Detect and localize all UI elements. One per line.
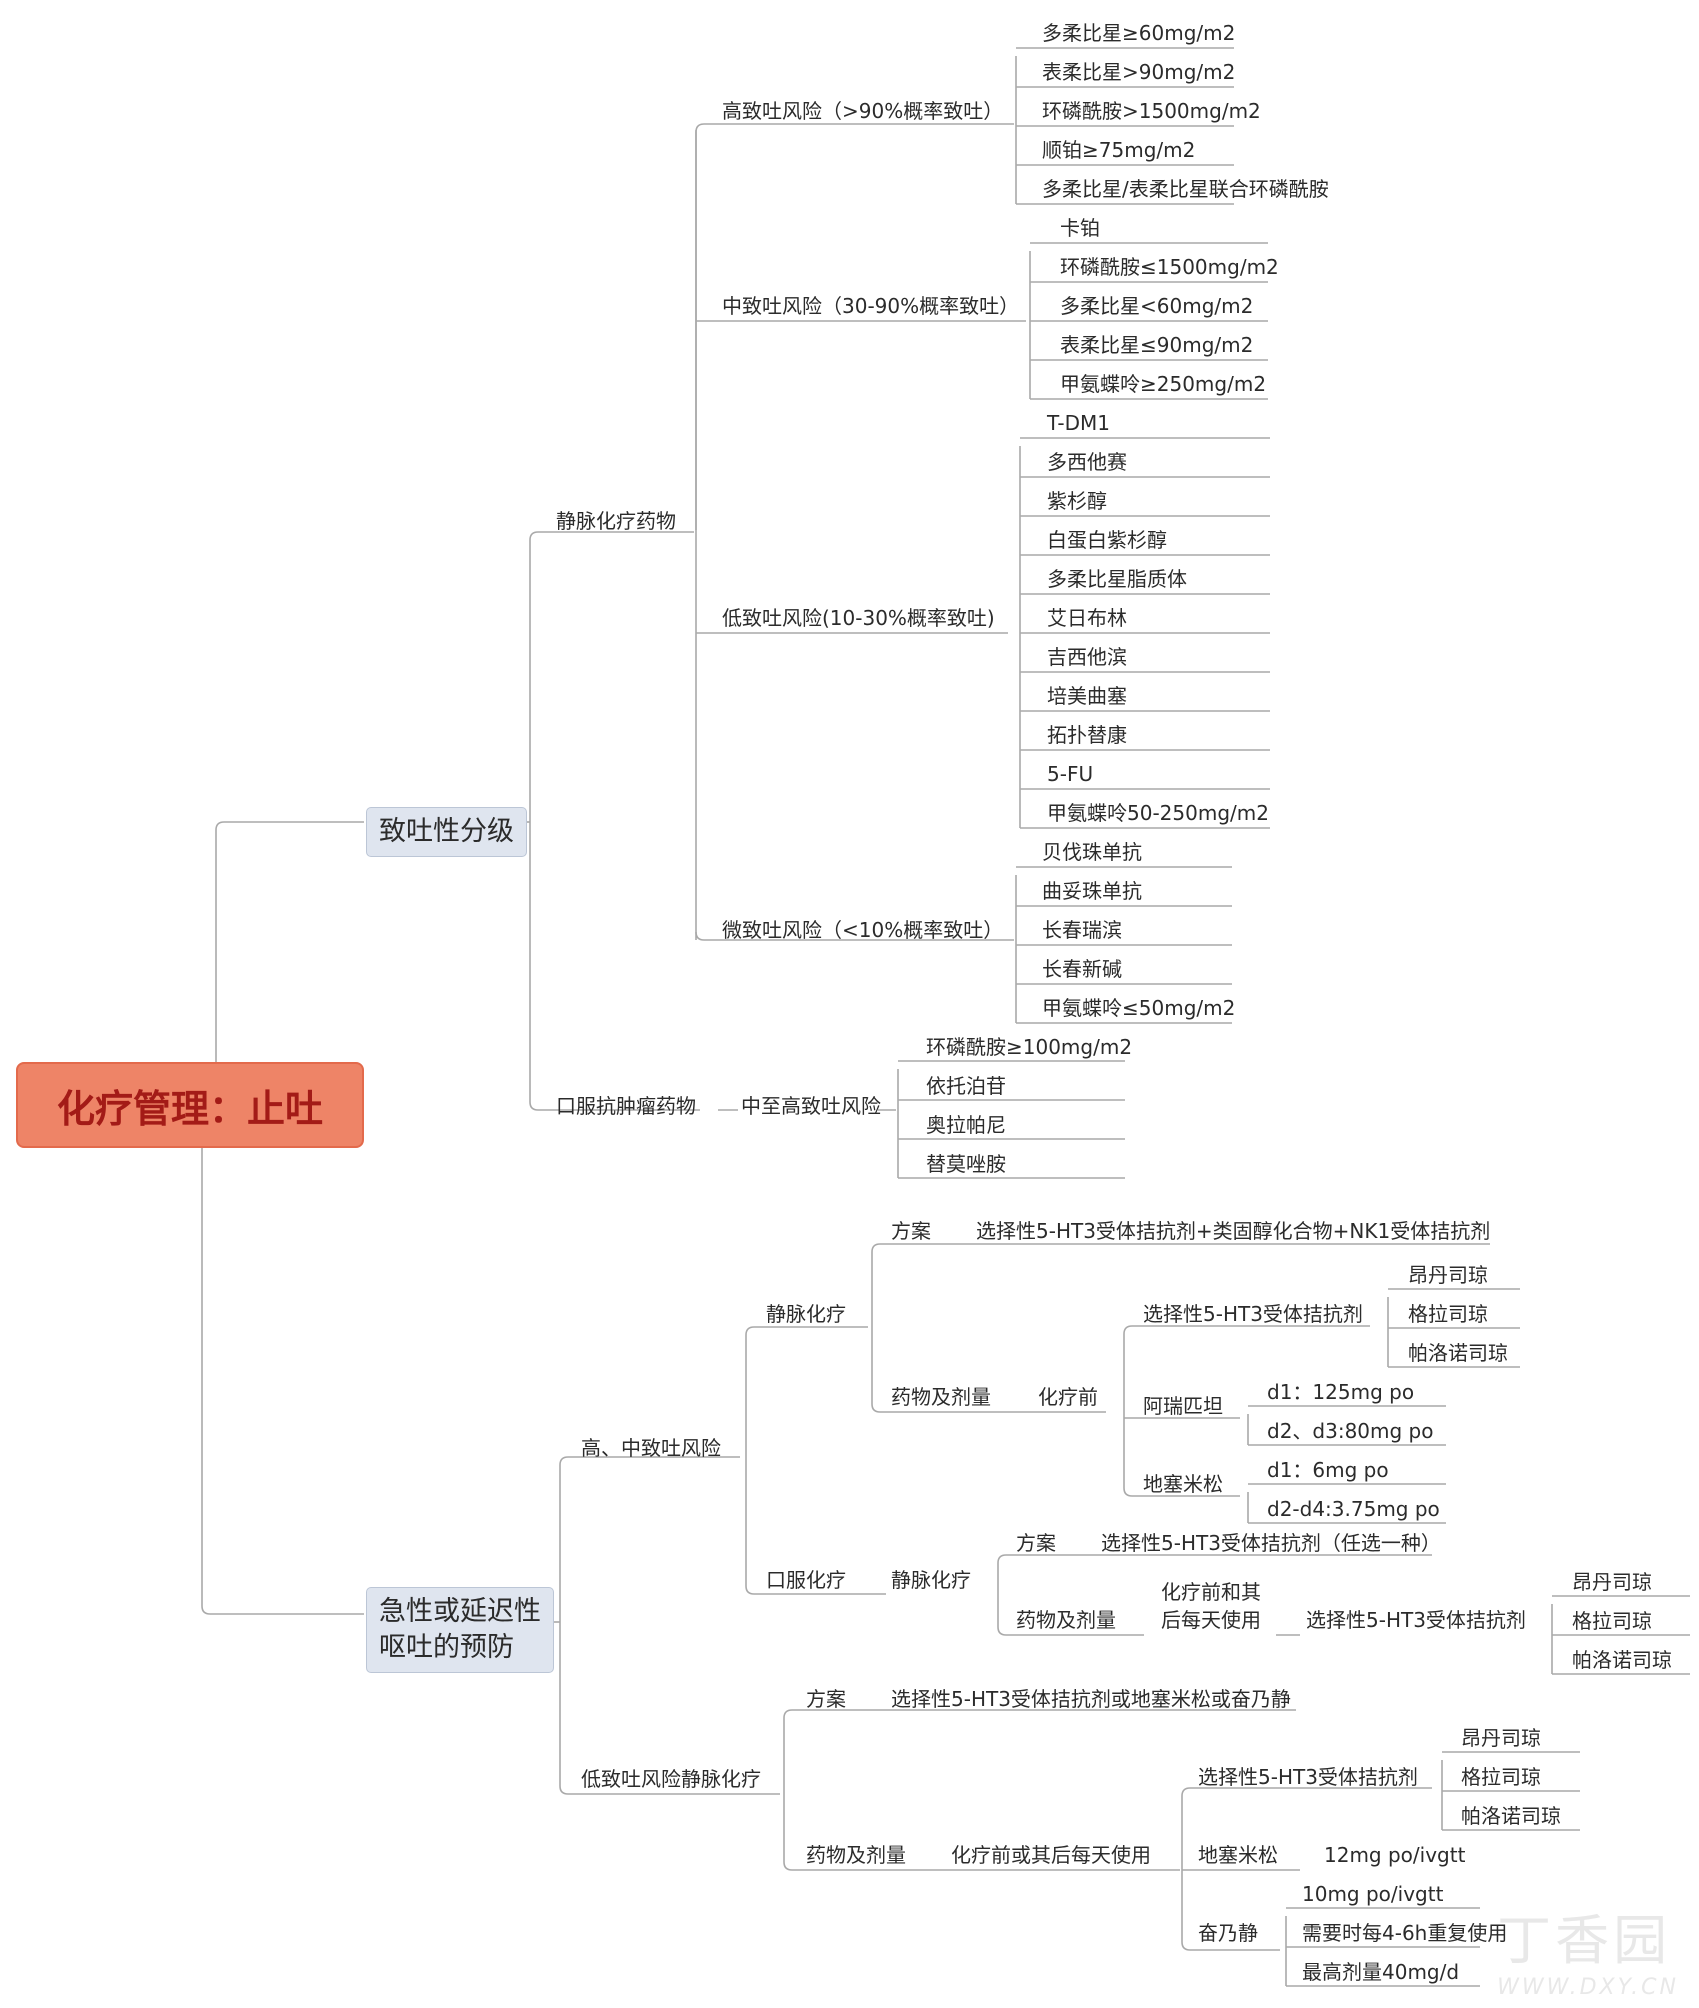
watermark-site: WWW.DXY.CN xyxy=(1497,1975,1679,2000)
list-item: 环磷酰胺≥100mg/m2 xyxy=(926,1035,1133,1059)
topic-iv-chemo[interactable]: 静脉化疗 xyxy=(766,1302,846,1326)
root-label: 化疗管理：止吐 xyxy=(56,1086,323,1131)
label-plan[interactable]: 方案 xyxy=(806,1687,846,1711)
list-item: 环磷酰胺≤1500mg/m2 xyxy=(1060,255,1279,279)
list-item: d1：125mg po xyxy=(1267,1380,1415,1404)
topic-dexamethasone[interactable]: 地塞米松 xyxy=(1198,1843,1278,1867)
list-item: 替莫唑胺 xyxy=(926,1152,1006,1176)
topic-high-risk[interactable]: 高致吐风险（>90%概率致吐） xyxy=(722,99,1004,123)
label-before-chemo[interactable]: 化疗前 xyxy=(1038,1385,1098,1409)
list-item: 10mg po/ivgtt xyxy=(1302,1882,1444,1906)
topic-emetogenic-classification[interactable]: 致吐性分级 xyxy=(366,807,527,857)
topic-low-risk-iv[interactable]: 低致吐风险静脉化疗 xyxy=(581,1767,761,1791)
list-item: 甲氨蝶呤≥250mg/m2 xyxy=(1060,372,1267,396)
label-plan[interactable]: 方案 xyxy=(891,1219,931,1243)
topic-oral-drugs[interactable]: 口服抗肿瘤药物 xyxy=(556,1094,696,1118)
list-item: 12mg po/ivgtt xyxy=(1324,1843,1466,1867)
list-item: 帕洛诺司琼 xyxy=(1572,1648,1672,1672)
watermark: 丁香园 WWW.DXY.CN xyxy=(1497,1896,1679,2000)
topic-mid-high-risk[interactable]: 中至高致吐风险 xyxy=(741,1094,881,1118)
list-item: 多柔比星脂质体 xyxy=(1047,567,1187,591)
connector xyxy=(529,531,694,541)
watermark-brand: 丁香园 xyxy=(1497,1909,1672,1972)
list-item: 曲妥珠单抗 xyxy=(1042,879,1142,903)
connector xyxy=(559,1465,780,1795)
label-drugs-dose[interactable]: 药物及剂量 xyxy=(891,1385,991,1409)
connector xyxy=(695,123,1014,530)
topic-minimal-risk[interactable]: 微致吐风险（<10%概率致吐） xyxy=(722,918,1004,942)
list-item: 格拉司琼 xyxy=(1572,1609,1652,1633)
list-item: 格拉司琼 xyxy=(1461,1765,1541,1789)
list-item: d1：6mg po xyxy=(1267,1458,1389,1482)
topic-mid-risk[interactable]: 中致吐风险（30-90%概率致吐） xyxy=(722,294,1020,318)
list-item: 需要时每4-6h重复使用 xyxy=(1302,1921,1508,1945)
label-timing[interactable]: 化疗前或其后每天使用 xyxy=(951,1843,1151,1867)
connector xyxy=(201,1148,364,1615)
list-item: 艾日布林 xyxy=(1047,606,1127,630)
list-item: 紫杉醇 xyxy=(1047,489,1107,513)
list-item: 帕洛诺司琼 xyxy=(1461,1804,1561,1828)
list-item: 白蛋白紫杉醇 xyxy=(1047,528,1167,552)
text-plan: 选择性5-HT3受体拮抗剂+类固醇化合物+NK1受体拮抗剂 xyxy=(976,1219,1491,1243)
topic-perphenazine[interactable]: 奋乃静 xyxy=(1198,1921,1258,1945)
list-item: 多西他赛 xyxy=(1047,450,1127,474)
list-item: 长春新碱 xyxy=(1042,957,1122,981)
list-item: 表柔比星>90mg/m2 xyxy=(1042,60,1236,84)
topic-5ht3-antagonist[interactable]: 选择性5-HT3受体拮抗剂 xyxy=(1198,1765,1418,1789)
list-item: 帕洛诺司琼 xyxy=(1408,1341,1508,1365)
list-item: T-DM1 xyxy=(1047,411,1110,435)
topic-low-risk[interactable]: 低致吐风险(10-30%概率致吐) xyxy=(722,606,995,630)
list-item: 培美曲塞 xyxy=(1047,684,1127,708)
list-item: 最高剂量40mg/d xyxy=(1302,1960,1460,1984)
label-timing-line1[interactable]: 化疗前和其 xyxy=(1161,1580,1261,1604)
topic-iv-drugs[interactable]: 静脉化疗药物 xyxy=(556,509,676,533)
list-item: 5-FU xyxy=(1047,762,1094,786)
list-item: 多柔比星≥60mg/m2 xyxy=(1042,21,1236,45)
text-plan: 选择性5-HT3受体拮抗剂或地塞米松或奋乃静 xyxy=(891,1687,1291,1711)
list-item: 甲氨蝶呤≤50mg/m2 xyxy=(1042,996,1236,1020)
list-item: 长春瑞滨 xyxy=(1042,918,1122,942)
topic-oral-chemo[interactable]: 口服化疗 xyxy=(766,1568,846,1592)
root-topic[interactable]: 化疗管理：止吐 xyxy=(16,1062,364,1148)
list-item: 吉西他滨 xyxy=(1047,645,1127,669)
list-item: 依托泊苷 xyxy=(926,1074,1006,1098)
label-plan[interactable]: 方案 xyxy=(1016,1531,1056,1555)
list-item: 奥拉帕尼 xyxy=(926,1113,1006,1137)
text-plan: 选择性5-HT3受体拮抗剂（任选一种） xyxy=(1101,1531,1441,1555)
list-item: 卡铂 xyxy=(1060,216,1100,240)
connector xyxy=(529,540,700,1111)
list-item: 昂丹司琼 xyxy=(1408,1263,1488,1287)
label-drugs-dose[interactable]: 药物及剂量 xyxy=(806,1843,906,1867)
label-timing-line2[interactable]: 后每天使用 xyxy=(1161,1608,1261,1632)
list-item: 多柔比星<60mg/m2 xyxy=(1060,294,1254,318)
topic-dexamethasone[interactable]: 地塞米松 xyxy=(1143,1472,1223,1496)
list-item: 格拉司琼 xyxy=(1408,1302,1488,1326)
list-item: 拓扑替康 xyxy=(1047,723,1127,747)
list-item: 表柔比星≤90mg/m2 xyxy=(1060,333,1254,357)
list-item: d2-d4:3.75mg po xyxy=(1267,1497,1440,1521)
list-item: 顺铂≥75mg/m2 xyxy=(1042,138,1196,162)
topic-5ht3-antagonist[interactable]: 选择性5-HT3受体拮抗剂 xyxy=(1306,1608,1526,1632)
list-item: 昂丹司琼 xyxy=(1572,1570,1652,1594)
list-item: 昂丹司琼 xyxy=(1461,1726,1541,1750)
topic-vomiting-prevention[interactable]: 急性或延迟性呕吐的预防 xyxy=(366,1587,554,1673)
topic-5ht3-antagonist[interactable]: 选择性5-HT3受体拮抗剂 xyxy=(1143,1302,1363,1326)
topic-aprepitant[interactable]: 阿瑞匹坦 xyxy=(1143,1394,1223,1418)
list-item: 多柔比星/表柔比星联合环磷酰胺 xyxy=(1042,177,1329,201)
list-item: d2、d3:80mg po xyxy=(1267,1419,1434,1443)
list-item: 贝伐珠单抗 xyxy=(1042,840,1142,864)
list-item: 甲氨蝶呤50-250mg/m2 xyxy=(1047,801,1269,825)
topic-iv-chemo-2[interactable]: 静脉化疗 xyxy=(891,1568,971,1592)
connector xyxy=(215,821,364,1062)
connector xyxy=(745,1326,868,1457)
label-drugs-dose[interactable]: 药物及剂量 xyxy=(1016,1608,1116,1632)
list-item: 环磷酰胺>1500mg/m2 xyxy=(1042,99,1261,123)
topic-high-mid-risk[interactable]: 高、中致吐风险 xyxy=(581,1436,721,1460)
